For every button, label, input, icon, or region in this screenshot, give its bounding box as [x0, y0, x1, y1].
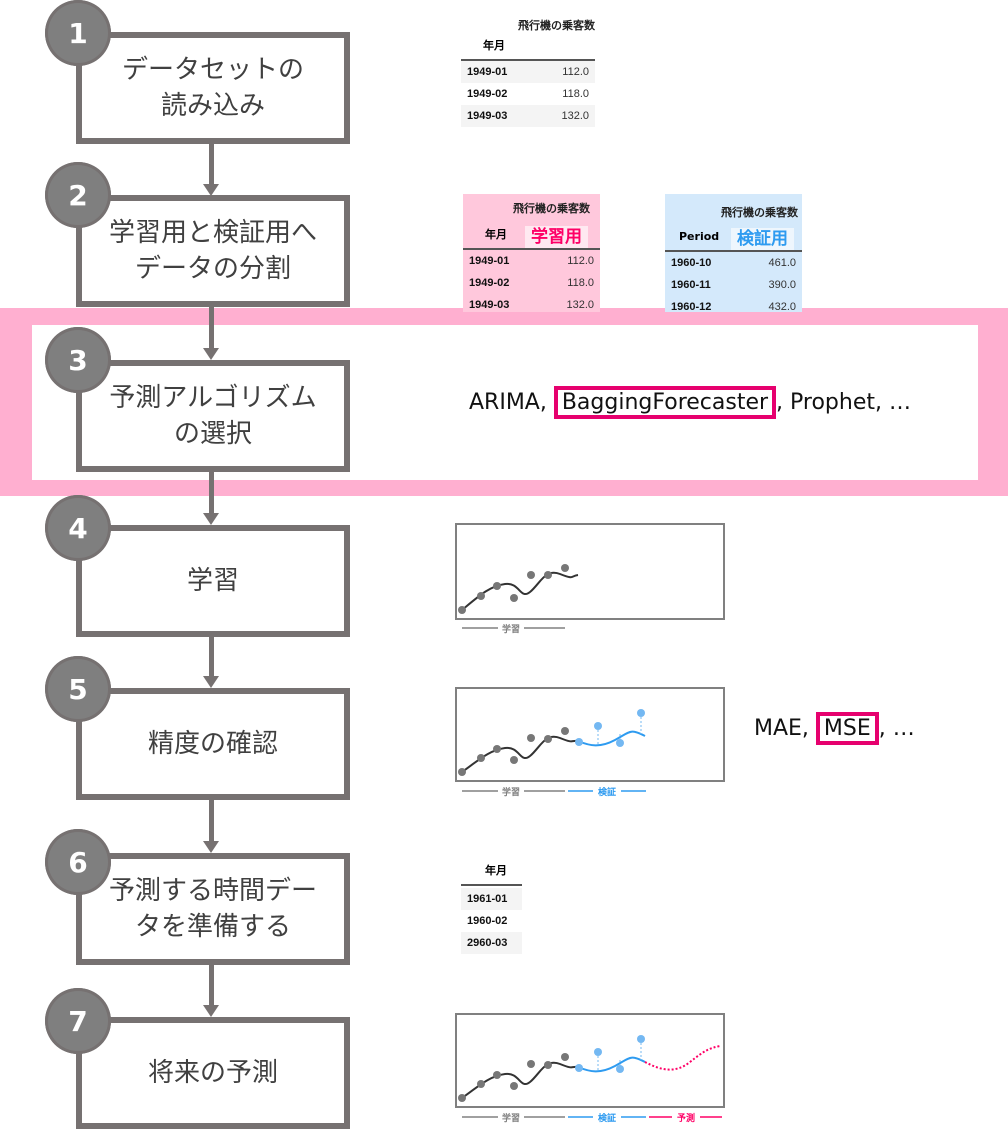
- arrow-down-icon: [203, 513, 219, 525]
- predict-range-label: 予測: [677, 1112, 695, 1124]
- validation-chart: 学習 検証: [455, 687, 725, 798]
- train-tag: 学習用: [525, 226, 588, 248]
- arrow-down-icon: [203, 348, 219, 360]
- train-range-label: 学習: [502, 1112, 520, 1124]
- table-row: 1960-02: [467, 915, 508, 927]
- table-header: 年月: [461, 862, 522, 886]
- test-range-label: 検証: [598, 1112, 616, 1124]
- train-range-label: 学習: [502, 623, 520, 635]
- step-7-box: 将来の予測: [76, 1017, 350, 1129]
- table-header: 年月: [461, 37, 595, 61]
- table-row: 2960-03: [461, 932, 522, 954]
- table-caption: 飛行機の乗客数: [513, 202, 590, 215]
- arrow-down-icon: [203, 1005, 219, 1017]
- arrow-down-icon: [203, 184, 219, 196]
- metric-list: MAE, MSE, …: [754, 712, 915, 745]
- connector: [209, 636, 214, 677]
- table-caption: 飛行機の乗客数: [518, 19, 595, 32]
- step-2-badge: 2: [45, 162, 111, 228]
- step-4-box: 学習: [76, 525, 350, 637]
- highlighted-metric: MSE: [815, 712, 879, 745]
- step-3-box: 予測アルゴリズム の選択: [76, 360, 350, 472]
- connector: [209, 800, 214, 842]
- test-range-label: 検証: [598, 786, 616, 798]
- table-header: 年月: [463, 226, 600, 250]
- algorithm-list: ARIMA, BaggingForecaster, Prophet, …: [469, 386, 911, 419]
- connector: [209, 965, 214, 1006]
- step-2-box: 学習用と検証用へ データの分割: [76, 195, 350, 307]
- table-header: Period: [665, 228, 802, 252]
- step-6-badge: 6: [45, 829, 111, 895]
- connector: [209, 307, 214, 349]
- step-7-badge: 7: [45, 988, 111, 1054]
- step-3-badge: 3: [45, 327, 111, 393]
- step-1-box: データセットの 読み込み: [76, 32, 350, 144]
- forecast-chart: 学習 検証 予測: [455, 1013, 725, 1124]
- train-range-label: 学習: [502, 786, 520, 798]
- step-5-badge: 5: [45, 656, 111, 722]
- highlighted-algorithm: BaggingForecaster: [553, 386, 777, 419]
- future-table: 年月 1961-01 1960-02 2960-03: [461, 862, 522, 954]
- connector: [209, 144, 214, 184]
- step-6-box: 予測する時間デー タを準備する: [76, 853, 350, 965]
- connector: [209, 472, 214, 514]
- step-1-badge: 1: [45, 0, 111, 66]
- step-4-badge: 4: [45, 495, 111, 561]
- arrow-down-icon: [203, 841, 219, 853]
- step-5-box: 精度の確認: [76, 688, 350, 800]
- table-caption: 飛行機の乗客数: [721, 206, 798, 219]
- test-tag: 検証用: [731, 228, 794, 250]
- train-chart: 学習: [455, 523, 725, 635]
- table-row: 1961-01: [461, 888, 522, 910]
- arrow-down-icon: [203, 676, 219, 688]
